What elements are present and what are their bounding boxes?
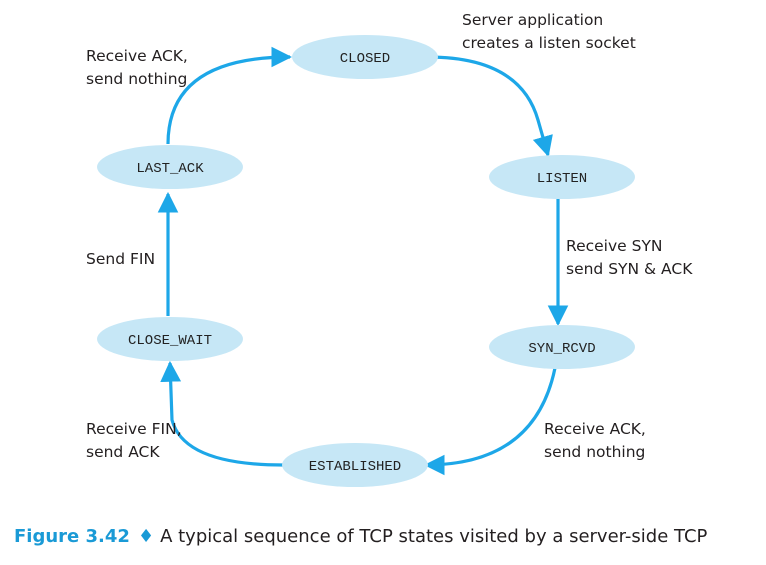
figure-number: Figure 3.42	[14, 526, 130, 547]
state-established: ESTABLISHED	[282, 443, 428, 487]
arrow-closed-to-listen	[427, 55, 553, 157]
state-label-established: ESTABLISHED	[309, 459, 401, 475]
transition-label-listen-to-syn-rcvd: Receive SYN send SYN & ACK	[566, 237, 693, 278]
transition-arrows	[157, 46, 569, 476]
state-label-syn-rcvd: SYN_RCVD	[528, 341, 595, 357]
state-closed: CLOSED	[292, 35, 438, 79]
label-line: Receive FIN,	[86, 420, 182, 438]
state-label-listen: LISTEN	[537, 171, 587, 187]
state-label-close-wait: CLOSE_WAIT	[128, 333, 212, 349]
state-syn-rcvd: SYN_RCVD	[489, 325, 635, 369]
label-line: send ACK	[86, 443, 160, 461]
caption-text: A typical sequence of TCP states visited…	[160, 526, 708, 547]
diamond-icon: ♦	[137, 526, 155, 547]
label-line: creates a listen socket	[462, 34, 636, 52]
state-label-closed: CLOSED	[340, 51, 390, 67]
state-close-wait: CLOSE_WAIT	[97, 317, 243, 361]
transition-label-closed-to-listen: Server application creates a listen sock…	[462, 11, 636, 52]
transition-label-last-ack-to-closed: Receive ACK, send nothing	[86, 47, 188, 88]
label-line: Send FIN	[86, 250, 155, 268]
state-last-ack: LAST_ACK	[97, 145, 243, 189]
label-line: send nothing	[544, 443, 645, 461]
transition-label-close-wait-to-last-ack: Send FIN	[86, 250, 155, 268]
label-line: send nothing	[86, 70, 187, 88]
arrow-established-to-close-wait	[160, 360, 284, 467]
arrow-last-ack-to-closed	[166, 46, 293, 145]
label-line: send SYN & ACK	[566, 260, 693, 278]
transition-label-syn-rcvd-to-established: Receive ACK, send nothing	[544, 420, 646, 461]
label-line: Receive SYN	[566, 237, 663, 255]
transition-label-established-to-close-wait: Receive FIN, send ACK	[86, 420, 182, 461]
state-listen: LISTEN	[489, 155, 635, 199]
label-line: Receive ACK,	[86, 47, 188, 65]
figure-caption: Figure 3.42 ♦A typical sequence of TCP st…	[14, 526, 707, 547]
arrow-syn-rcvd-to-established	[423, 367, 557, 476]
label-line: Server application	[462, 11, 603, 29]
state-label-last-ack: LAST_ACK	[136, 161, 204, 177]
label-line: Receive ACK,	[544, 420, 646, 438]
tcp-state-diagram: CLOSED LISTEN SYN_RCVD ESTABLISHED CLOSE…	[86, 11, 693, 487]
